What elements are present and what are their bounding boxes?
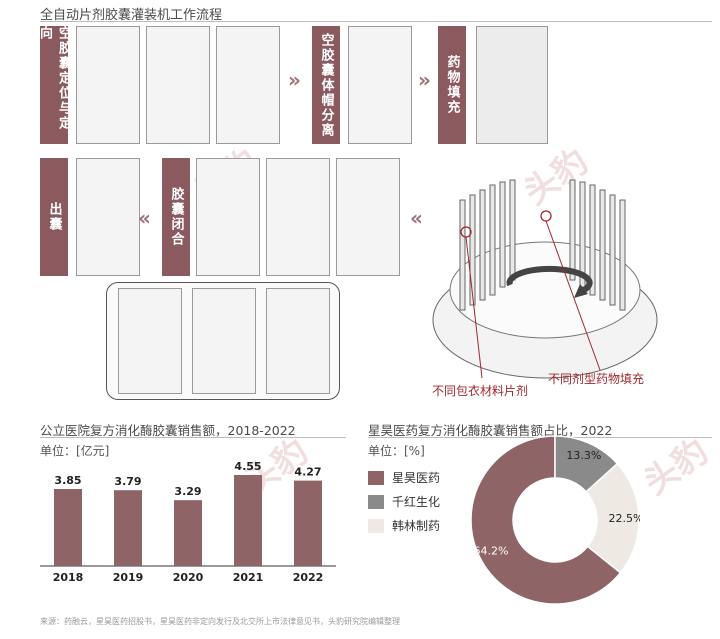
pie-chart-title: 星昊医药复方消化酶胶囊销售额占比，2022 [368, 423, 613, 438]
rotary-machine-illustration [432, 179, 658, 379]
bar-2020 [174, 500, 202, 566]
step-label-close: 胶囊闭合 [162, 158, 190, 276]
legend-swatch [368, 470, 384, 485]
step-label-fill: 药物填充 [438, 26, 466, 144]
step-label-separate: 空胶囊体帽分离 [312, 26, 340, 144]
chevron-right-icon: » [418, 68, 431, 92]
chevron-left-icon: « [138, 206, 151, 230]
process-panel-6 [196, 158, 260, 276]
donut-slice-0 [470, 435, 622, 605]
legend-swatch [368, 494, 384, 509]
chevron-left-icon: « [410, 206, 423, 230]
bar-chart: 3.85 2018 3.79 2019 3.29 2020 4.55 2021 4.27 2022 [40, 460, 336, 584]
page-title: 全自动片剂胶囊灌装机工作流程 [40, 8, 223, 23]
donut-chart: 64.2% 13.3% 22.5% [470, 435, 640, 605]
bar-chart-divider [40, 437, 346, 438]
detail-panel-3 [266, 288, 330, 394]
process-panel-3 [216, 26, 280, 144]
pie-chart-unit: 单位：[%] [368, 444, 425, 458]
process-panel-2 [146, 26, 210, 144]
process-panel-4 [348, 26, 412, 144]
bar-2021 [234, 475, 262, 566]
legend-item: 星昊医药 [368, 469, 440, 486]
process-panel-eject [76, 158, 140, 276]
process-panel-7 [266, 158, 330, 276]
data-label: 3.79 [114, 475, 141, 488]
x-tick-label: 2022 [293, 571, 324, 584]
slice-value-label: 13.3% [566, 449, 601, 462]
legend-item: 韩林制药 [368, 517, 440, 534]
process-panel-8 [336, 158, 400, 276]
data-label: 4.55 [234, 460, 261, 473]
legend-swatch [368, 518, 384, 533]
x-tick-label: 2018 [53, 571, 84, 584]
x-tick-label: 2020 [173, 571, 204, 584]
annotation-dosage-forms: 不同剂型药物填充 [548, 372, 645, 386]
legend-label: 韩林制药 [392, 519, 441, 533]
process-panel-1 [76, 26, 140, 144]
bar-chart-title: 公立医院复方消化酶胶囊销售额，2018-2022 [40, 423, 296, 438]
annotation-coated-tablets: 不同包衣材料片剂 [432, 384, 529, 398]
donut-slice-2 [585, 462, 640, 574]
source-footnote: 来源：药融云，星昊医药招股书，星昊医药非定向发行及北交所上市法律意见书，头豹研究… [40, 617, 400, 626]
detail-panel-1 [118, 288, 182, 394]
x-tick-label: 2019 [113, 571, 144, 584]
bar-2019 [114, 490, 142, 566]
bar-2022 [294, 480, 322, 566]
data-label: 4.27 [294, 466, 321, 479]
detail-panel-2 [192, 288, 256, 394]
bar-chart-unit: 单位：[亿元] [40, 444, 110, 458]
slice-value-label: 22.5% [608, 512, 640, 525]
x-tick-label: 2021 [233, 571, 264, 584]
title-divider [40, 21, 712, 22]
bar-2018 [54, 489, 82, 566]
legend-item: 千红生化 [368, 493, 440, 510]
step-label-eject: 出囊 [40, 158, 68, 276]
step-label-position: 空胶囊定位与定向 [37, 26, 71, 144]
slice-value-label: 64.2% [473, 545, 508, 558]
legend-label: 星昊医药 [392, 471, 441, 485]
data-label: 3.29 [174, 485, 201, 498]
chevron-right-icon: » [288, 68, 301, 92]
legend-label: 千红生化 [392, 495, 441, 509]
process-panel-5 [476, 26, 548, 144]
data-label: 3.85 [54, 474, 81, 487]
